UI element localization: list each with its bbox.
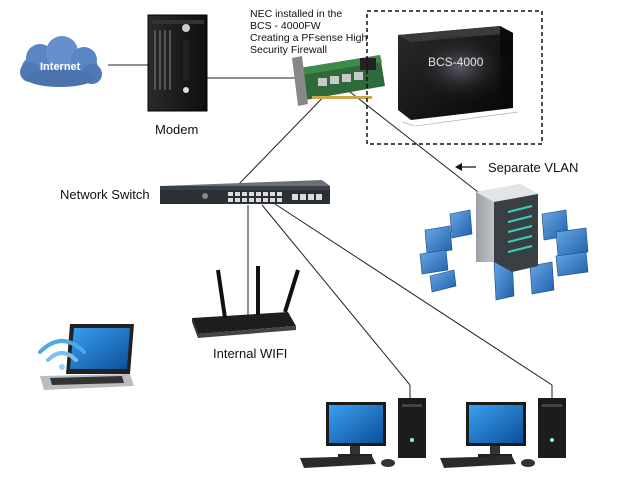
separate-vlan-label: Separate VLAN xyxy=(488,160,579,175)
server-tower-icon xyxy=(476,184,538,272)
line-switch-laptop xyxy=(261,204,411,386)
internet-label: Internet xyxy=(40,61,81,73)
nec-description: NEC installed in the BCS - 4000FW Creati… xyxy=(250,8,367,56)
modem-label: Modem xyxy=(155,122,199,137)
line-nic-switch xyxy=(237,84,336,186)
modem-icon xyxy=(147,14,208,112)
network-switch-icon xyxy=(160,180,330,204)
line-switch-desktop xyxy=(271,201,553,386)
desktop-computer-icon xyxy=(440,398,566,468)
network-switch-label: Network Switch xyxy=(60,187,150,202)
nec-line-3: Creating a PFsense High xyxy=(250,32,368,44)
nec-line-2: BCS - 4000FW xyxy=(250,20,321,32)
nec-line-4: Security Firewall xyxy=(250,44,328,56)
desktop-computer-icon xyxy=(300,398,426,468)
internal-wifi-label: Internal WIFI xyxy=(213,346,288,361)
server-box-icon xyxy=(398,26,519,127)
vlan-folders xyxy=(419,209,589,301)
cloud-icon xyxy=(20,36,102,87)
nec-line-1: NEC installed in the xyxy=(250,8,343,20)
wifi-icon xyxy=(38,339,86,370)
bcs-box-label: BCS-4000 xyxy=(428,55,484,69)
vlan-arrow-icon xyxy=(455,163,476,171)
bcs-dashed-frame xyxy=(366,10,543,145)
router-icon xyxy=(192,266,300,338)
laptop-icon xyxy=(40,324,134,390)
nic-card-icon xyxy=(292,55,385,106)
